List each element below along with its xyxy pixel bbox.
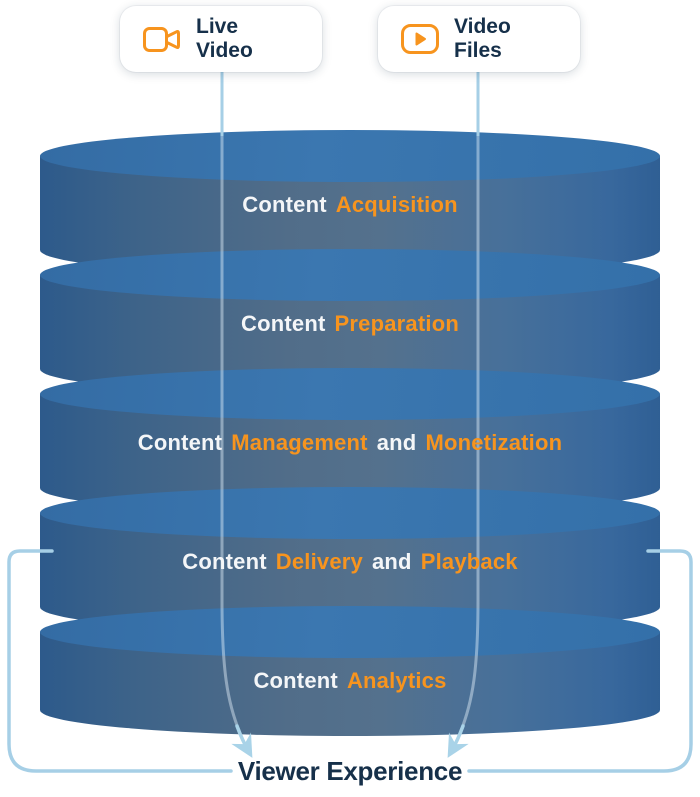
cylinder-layer-analytics: Content Analytics <box>40 606 660 736</box>
source-card-live-video: Live Video <box>120 6 322 72</box>
source-label: Video Files <box>454 15 511 62</box>
layer-label-management: Content Management and Monetization <box>40 430 660 456</box>
label-part-highlight: Analytics <box>346 668 447 693</box>
label-part: and <box>371 549 412 574</box>
viewer-experience-label: Viewer Experience <box>237 756 463 786</box>
label-part: Content <box>242 192 327 217</box>
label-part: and <box>376 430 417 455</box>
layer-label-analytics: Content Analytics <box>40 668 660 694</box>
layer-label-preparation: Content Preparation <box>40 311 660 337</box>
label-part: Content <box>253 668 338 693</box>
source-label: Live Video <box>196 15 253 62</box>
cylinder-top-ellipse <box>40 130 660 182</box>
video-play-icon <box>400 23 440 55</box>
cylinder-top-ellipse <box>40 249 660 301</box>
cylinder-top-ellipse <box>40 606 660 658</box>
label-part: Content <box>241 311 326 336</box>
label-part-highlight: Acquisition <box>335 192 458 217</box>
label-part-highlight: Monetization <box>425 430 563 455</box>
label-part-highlight: Playback <box>420 549 518 574</box>
cylinder-top-ellipse <box>40 368 660 420</box>
label-part-highlight: Delivery <box>275 549 363 574</box>
layer-label-acquisition: Content Acquisition <box>40 192 660 218</box>
video-camera-icon <box>142 24 182 55</box>
label-part: Content <box>182 549 267 574</box>
label-part-highlight: Preparation <box>334 311 459 336</box>
layer-label-delivery: Content Delivery and Playback <box>40 549 660 575</box>
source-card-video-files: Video Files <box>378 6 580 72</box>
cylinder-top-ellipse <box>40 487 660 539</box>
label-part: Content <box>137 430 223 455</box>
label-part-highlight: Management <box>231 430 368 455</box>
